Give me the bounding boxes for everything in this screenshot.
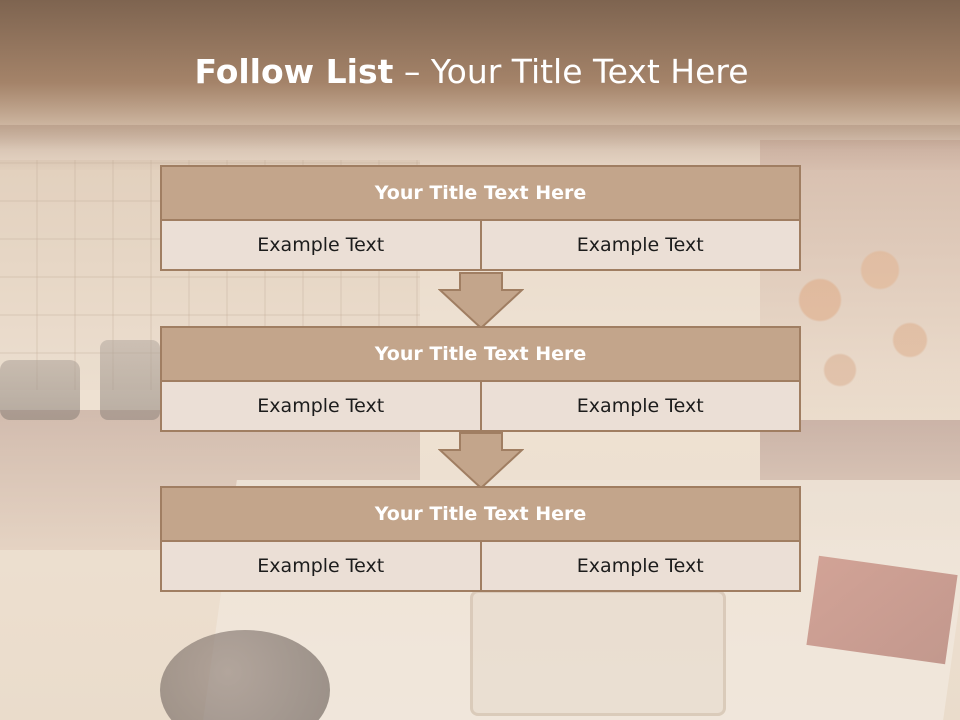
block-title: Your Title Text Here [160,486,801,542]
block-cell-right: Example Text [479,382,800,430]
flow-block-1: Your Title Text Here Example Text Exampl… [160,165,801,271]
block-row: Example Text Example Text [160,542,801,592]
dark-pot [160,630,330,720]
block-cell-left: Example Text [257,555,385,577]
slide-title-rest: – Your Title Text Here [393,52,749,91]
flow-block-2: Your Title Text Here Example Text Exampl… [160,326,801,432]
block-cell-right: Example Text [479,221,800,269]
flow-block-3: Your Title Text Here Example Text Exampl… [160,486,801,592]
block-title: Your Title Text Here [160,165,801,221]
slide-title-bold: Follow List [194,52,394,91]
block-cell-right: Example Text [479,542,800,590]
title-band [0,0,960,150]
slide-title: Follow List – Your Title Text Here [0,52,943,91]
block-cell-left: Example Text [257,395,385,417]
down-arrow-icon [438,432,524,490]
cooking-pot [100,340,160,420]
cooking-pot [0,360,80,420]
block-row: Example Text Example Text [160,382,801,432]
down-arrow-icon [438,272,524,330]
block-row: Example Text Example Text [160,221,801,271]
block-cell-left: Example Text [257,234,385,256]
block-title: Your Title Text Here [160,326,801,382]
